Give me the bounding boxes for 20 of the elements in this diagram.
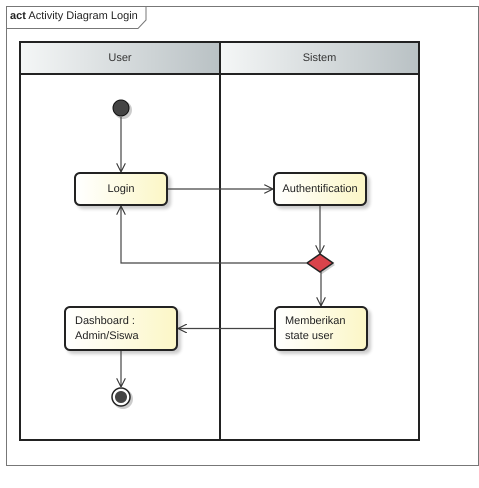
flow-arrow xyxy=(168,184,274,194)
action-box xyxy=(74,172,168,206)
action-label: Login xyxy=(108,182,134,196)
diagram-title: act Activity Diagram Login xyxy=(10,10,138,22)
action-box xyxy=(273,172,367,206)
action-label: Memberikan state user xyxy=(285,314,347,344)
flow-arrow xyxy=(116,351,126,388)
action-box xyxy=(64,306,178,351)
flow-arrow xyxy=(177,323,274,334)
flow-arrow xyxy=(316,272,326,307)
lane-header: User xyxy=(21,43,219,75)
action-box xyxy=(274,306,368,351)
flow-arrow xyxy=(116,117,126,173)
action-label: Authentification xyxy=(282,182,358,196)
swimlane xyxy=(219,41,420,441)
swimlane xyxy=(19,41,221,441)
flow-arrow xyxy=(314,206,326,255)
action-label: Dashboard : Admin/Siswa xyxy=(75,314,140,344)
lane-header: Sistem xyxy=(221,43,418,75)
flow-arrow xyxy=(116,205,307,264)
